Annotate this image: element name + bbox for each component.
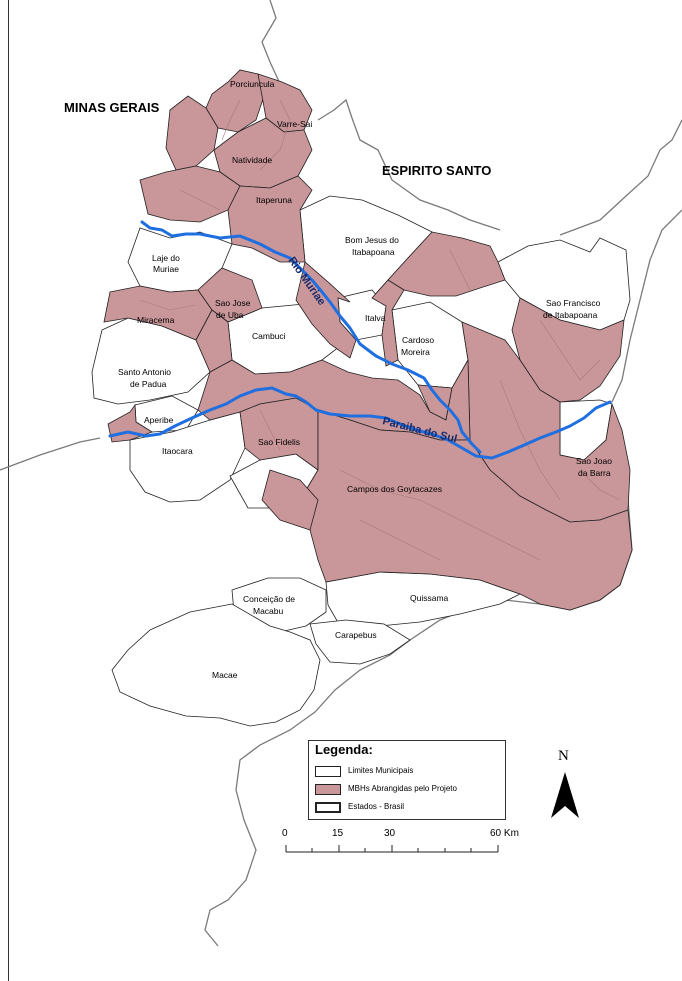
label-varre-sai: Varre-Sai — [277, 119, 312, 129]
label-natividade: Natividade — [232, 155, 272, 165]
white-municipalities — [91, 195, 631, 727]
label-carapebus: Carapebus — [335, 630, 377, 640]
legend-swatch-states — [315, 802, 341, 813]
muni-macae — [111, 603, 321, 727]
river-paraiba — [108, 386, 612, 460]
coastline-north — [611, 209, 682, 403]
label-sao-joao-2: da Barra — [578, 468, 611, 478]
drainage-lines — [139, 99, 621, 561]
label-itaocara: Itaocara — [162, 446, 193, 456]
label-cardoso-1: Cardoso — [402, 335, 434, 345]
mbh-santo-antonio-east — [195, 309, 233, 373]
label-santo-antonio-2: de Padua — [130, 379, 167, 389]
label-porciuncula: Porciuncula — [230, 79, 275, 89]
label-conceicao-2: Macabu — [253, 606, 284, 616]
label-sao-fidelis: Sao Fidelis — [258, 437, 300, 447]
scale-tick-15: 15 — [332, 828, 344, 839]
label-cambuci: Cambuci — [252, 331, 286, 341]
label-sao-jose-2: de Uba — [216, 310, 244, 320]
scale-bar-ruler — [285, 845, 499, 853]
map-legend: Legenda: Limites Municipais MBHs Abrangi… — [308, 740, 506, 820]
label-campos: Campos dos Goytacazes — [347, 484, 442, 494]
legend-swatch-mbh — [315, 784, 341, 795]
label-conceicao-1: Conceição de — [243, 594, 295, 604]
label-quissama: Quissama — [410, 593, 449, 603]
muni-itaocara — [129, 411, 246, 503]
state-border-west — [0, 437, 101, 471]
label-bom-jesus-1: Bom Jesus do — [345, 235, 399, 245]
label-sao-joao-1: Sao Joao — [576, 456, 612, 466]
label-macae: Macae — [212, 670, 238, 680]
legend-item-municipal: Limites Municipais — [315, 765, 505, 779]
mbh-porciuncula — [205, 69, 265, 133]
map-frame-left — [8, 0, 9, 981]
legend-title: Legenda: — [315, 742, 373, 757]
legend-label-municipal: Limites Municipais — [348, 766, 414, 775]
north-label: N — [558, 748, 569, 764]
state-border-mg-es — [261, 0, 682, 236]
legend-swatch-municipal — [315, 766, 341, 777]
label-miracema: Miracema — [137, 315, 175, 325]
north-arrow-icon: N — [545, 744, 585, 829]
label-aperibe: Aperibe — [144, 415, 174, 425]
label-italva: Italva — [365, 313, 386, 323]
scale-tick-0: 0 — [282, 828, 288, 839]
legend-label-mbh: MBHs Abrangidas pelo Projeto — [348, 784, 457, 793]
label-sao-jose-1: Sao Jose — [215, 298, 251, 308]
label-laje-2: Muriae — [153, 264, 179, 274]
label-itaperuna: Itaperuna — [256, 195, 292, 205]
label-espirito-santo: ESPIRITO SANTO — [382, 163, 491, 178]
legend-item-states: Estados - Brasil — [315, 801, 505, 815]
legend-label-states: Estados - Brasil — [348, 802, 405, 811]
north-arrow-graphic: N — [551, 748, 579, 818]
scale-tick-60: 60 Km — [490, 828, 519, 839]
label-bom-jesus-2: Itabapoana — [352, 247, 395, 257]
muni-cardoso — [391, 301, 469, 389]
label-laje-1: Laje do — [152, 253, 180, 263]
label-cardoso-2: Moreira — [401, 347, 430, 357]
river-muriae — [140, 220, 482, 454]
label-minas-gerais: MINAS GERAIS — [64, 100, 160, 115]
mbh-regions — [103, 69, 633, 611]
label-sao-francisco-1: Sao Francisco — [546, 298, 601, 308]
label-santo-antonio-1: Santo Antonio — [118, 367, 171, 377]
muni-carapebus — [309, 619, 411, 665]
scale-bar: 0 15 30 60 Km — [280, 828, 520, 858]
mbh-campos-west — [261, 469, 319, 531]
mbh-italva-east — [371, 279, 405, 367]
mbh-sao-francisco — [511, 297, 625, 403]
legend-item-mbh: MBHs Abrangidas pelo Projeto — [315, 783, 505, 797]
scale-tick-30: 30 — [384, 828, 396, 839]
label-sao-francisco-2: de Itabapoana — [543, 310, 598, 320]
